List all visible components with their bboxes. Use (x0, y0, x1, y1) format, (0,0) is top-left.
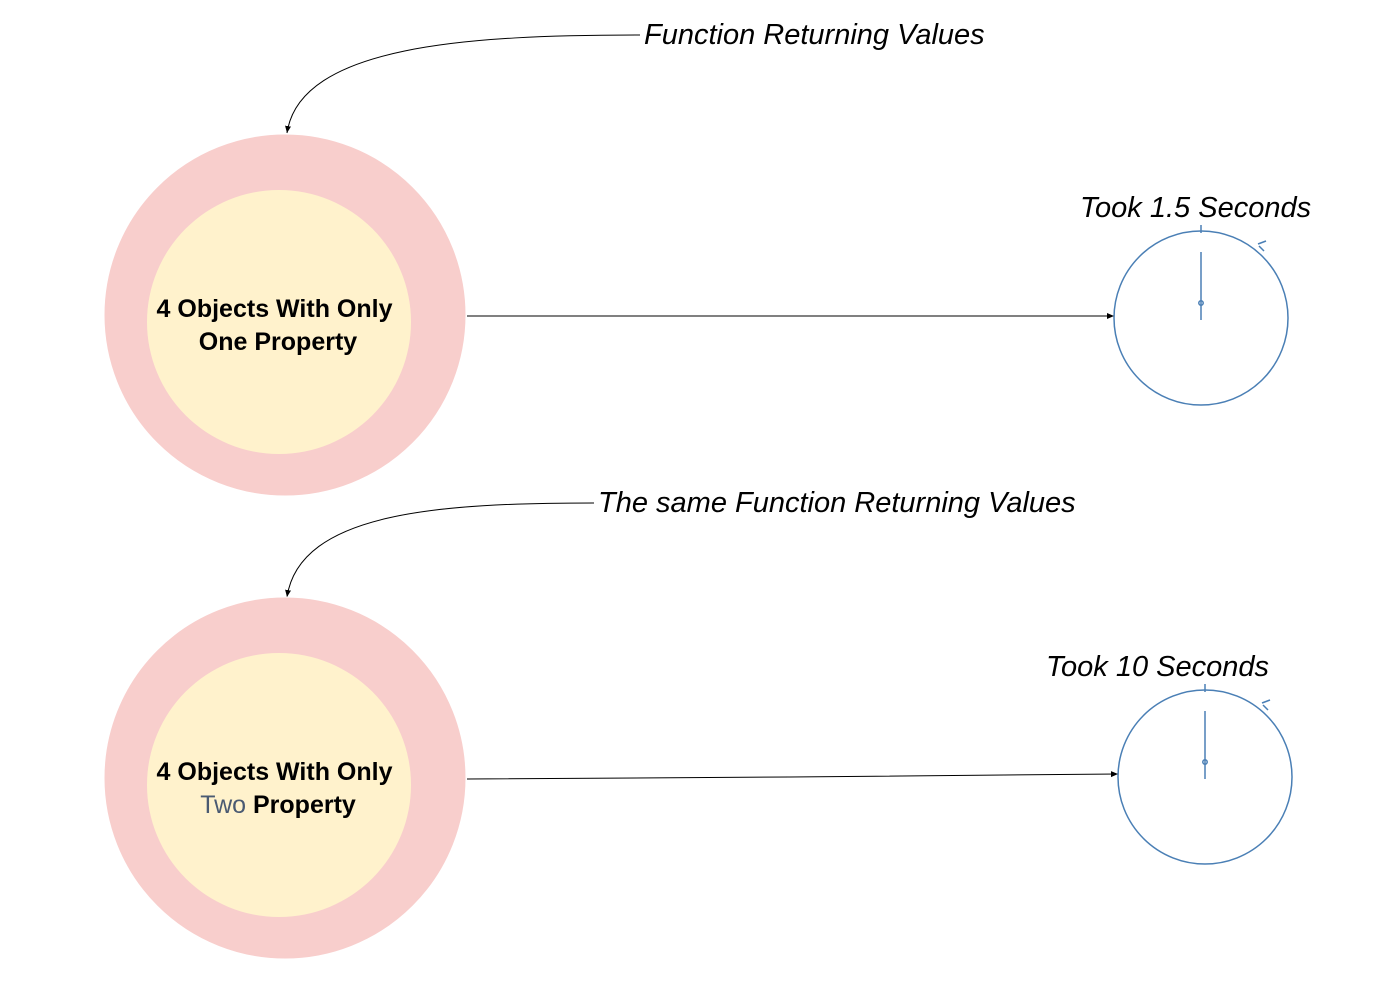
circle-one-count-word: One (199, 328, 248, 356)
circle-one-line1: 4 Objects With Only (157, 295, 393, 323)
circle-two-line1: 4 Objects With Only (157, 758, 393, 786)
caption-same-function-returning-values: The same Function Returning Values (598, 487, 1076, 519)
circle-one-line2-rest: Property (247, 328, 357, 356)
circle-two-line2: Two Property (200, 791, 356, 819)
inner-disc-one (147, 190, 411, 454)
flow-two: The same Function Returning Values 4 Obj… (103, 487, 1293, 960)
arrow-to-timer-two (466, 771, 1119, 780)
circle-two-count-word: Two (200, 791, 246, 819)
stopwatch-icon (1117, 684, 1293, 865)
flow-one: Function Returning Values 4 Objects With… (103, 19, 1311, 497)
caption-function-returning-values: Function Returning Values (644, 19, 985, 51)
objects-circle-one: 4 Objects With Only One Property (103, 133, 467, 497)
timer-two-caption: Took 10 Seconds (1046, 651, 1269, 683)
curved-arrow-to-circle-two (285, 502, 595, 598)
timer-one-caption: Took 1.5 Seconds (1080, 192, 1311, 224)
inner-disc-two (147, 653, 411, 917)
curved-arrow-to-circle-one (285, 34, 641, 134)
circle-two-line2-rest: Property (246, 791, 356, 819)
objects-circle-two: 4 Objects With Only Two Property (103, 596, 467, 960)
circle-two-label: 4 Objects With Only Two Property (157, 758, 400, 819)
circle-one-label: 4 Objects With Only One Property (157, 295, 400, 356)
stopwatch-icon (1113, 225, 1289, 406)
circle-one-line2: One Property (199, 328, 357, 356)
